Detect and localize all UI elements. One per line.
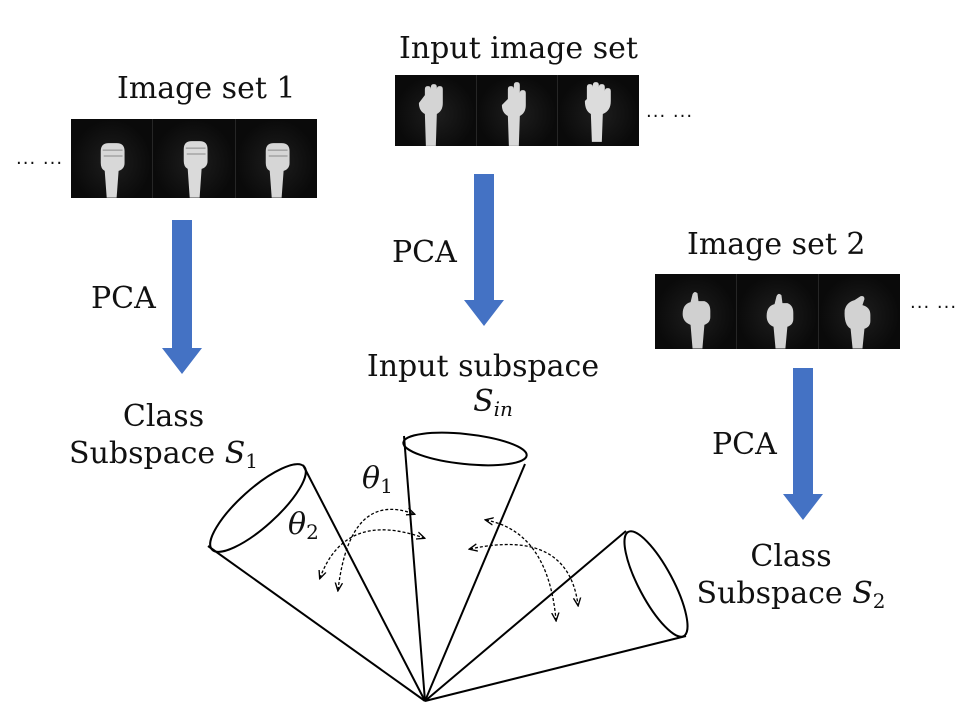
- theta-1-symbol: θ: [362, 461, 381, 496]
- fist-hand-icon: [100, 143, 125, 198]
- class-subspace-1-word: Subspace: [69, 436, 216, 471]
- input-subspace-cone-rim: [402, 431, 528, 467]
- image-set-2-frame: [819, 274, 900, 349]
- input-subspace-label: Input subspace Sin: [362, 350, 604, 420]
- image-set-1-dots: ... ...: [16, 148, 64, 169]
- image-set-2-title: Image set 2: [687, 227, 866, 262]
- class-subspace-1-line2: Subspace S1: [66, 437, 261, 472]
- input-image-set-dots: ... ...: [646, 101, 694, 122]
- pca-arrow-1: [162, 220, 202, 374]
- point-hand-icon: [682, 291, 711, 349]
- input-subspace-symbol: S: [473, 384, 494, 419]
- input-image-set-frame: [476, 75, 559, 146]
- palm-hand-icon: [418, 84, 443, 146]
- theta-2-symbol: θ: [288, 507, 307, 542]
- image-set-2-frame: [737, 274, 819, 349]
- theta-2-sub: 2: [306, 520, 319, 544]
- input-subspace-sub: in: [493, 397, 513, 421]
- pca-label-3: PCA: [712, 427, 777, 462]
- image-set-2-strip: [655, 274, 900, 349]
- pca-arrow-2: [464, 174, 504, 326]
- theta-1-label: θ1: [362, 462, 393, 497]
- fist-hand-icon: [184, 141, 208, 198]
- class-subspace-2-cone-edge: [424, 635, 687, 702]
- class-subspace-2-line2: Subspace S2: [692, 577, 890, 612]
- class-subspace-2-word: Subspace: [696, 576, 843, 611]
- input-image-set-frame: [558, 75, 640, 146]
- class-subspace-1-symbol: S: [224, 436, 246, 471]
- class-subspace-1-sub: 1: [245, 449, 258, 473]
- theta-2-label: θ2: [288, 508, 319, 543]
- angle-arc-right-inner: [486, 520, 556, 620]
- pca-label-2: PCA: [392, 235, 457, 270]
- class-subspace-2-cone-rim: [623, 530, 689, 638]
- class-subspace-2-symbol: S: [852, 576, 873, 611]
- class-subspace-2-label: Class Subspace S2: [692, 540, 890, 612]
- point-hand-icon: [766, 293, 794, 349]
- fist-hand-icon: [265, 143, 290, 198]
- input-image-set-title: Input image set: [399, 31, 638, 66]
- input-subspace-line1: Input subspace: [366, 349, 600, 384]
- point-hand-icon: [844, 295, 871, 349]
- class-subspace-2-sub: 2: [872, 589, 886, 613]
- class-subspace-1-cone-edge: [302, 464, 426, 702]
- class-subspace-2-line1: Class: [750, 539, 832, 574]
- input-image-set-strip: [395, 75, 640, 146]
- angle-arc-right-outer: [470, 545, 578, 606]
- input-image-set-frame: [395, 75, 477, 146]
- input-subspace-cone-edge: [403, 435, 426, 702]
- palm-hand-icon: [585, 82, 612, 142]
- image-set-1-frame: [71, 119, 154, 198]
- image-set-2-frame: [655, 274, 737, 349]
- angle-arc-theta1-left: [338, 509, 414, 590]
- image-set-2-dots: ... ...: [910, 292, 958, 313]
- image-set-1-strip: [71, 119, 317, 198]
- image-set-1-title: Image set 1: [117, 71, 296, 106]
- pca-arrow-3: [783, 368, 823, 520]
- class-subspace-1-cone-edge: [207, 545, 426, 702]
- angle-arc-theta2: [320, 529, 424, 578]
- image-set-1-frame: [235, 119, 317, 198]
- image-set-1-frame: [153, 119, 236, 198]
- pca-label-1: PCA: [91, 281, 156, 316]
- input-subspace-cone-edge: [424, 463, 526, 702]
- class-subspace-1-label: Class Subspace S1: [66, 400, 261, 472]
- input-subspace-line2: Sin: [382, 385, 604, 420]
- class-subspace-1-line1: Class: [122, 399, 205, 434]
- theta-1-sub: 1: [380, 474, 393, 498]
- palm-hand-icon: [501, 82, 526, 146]
